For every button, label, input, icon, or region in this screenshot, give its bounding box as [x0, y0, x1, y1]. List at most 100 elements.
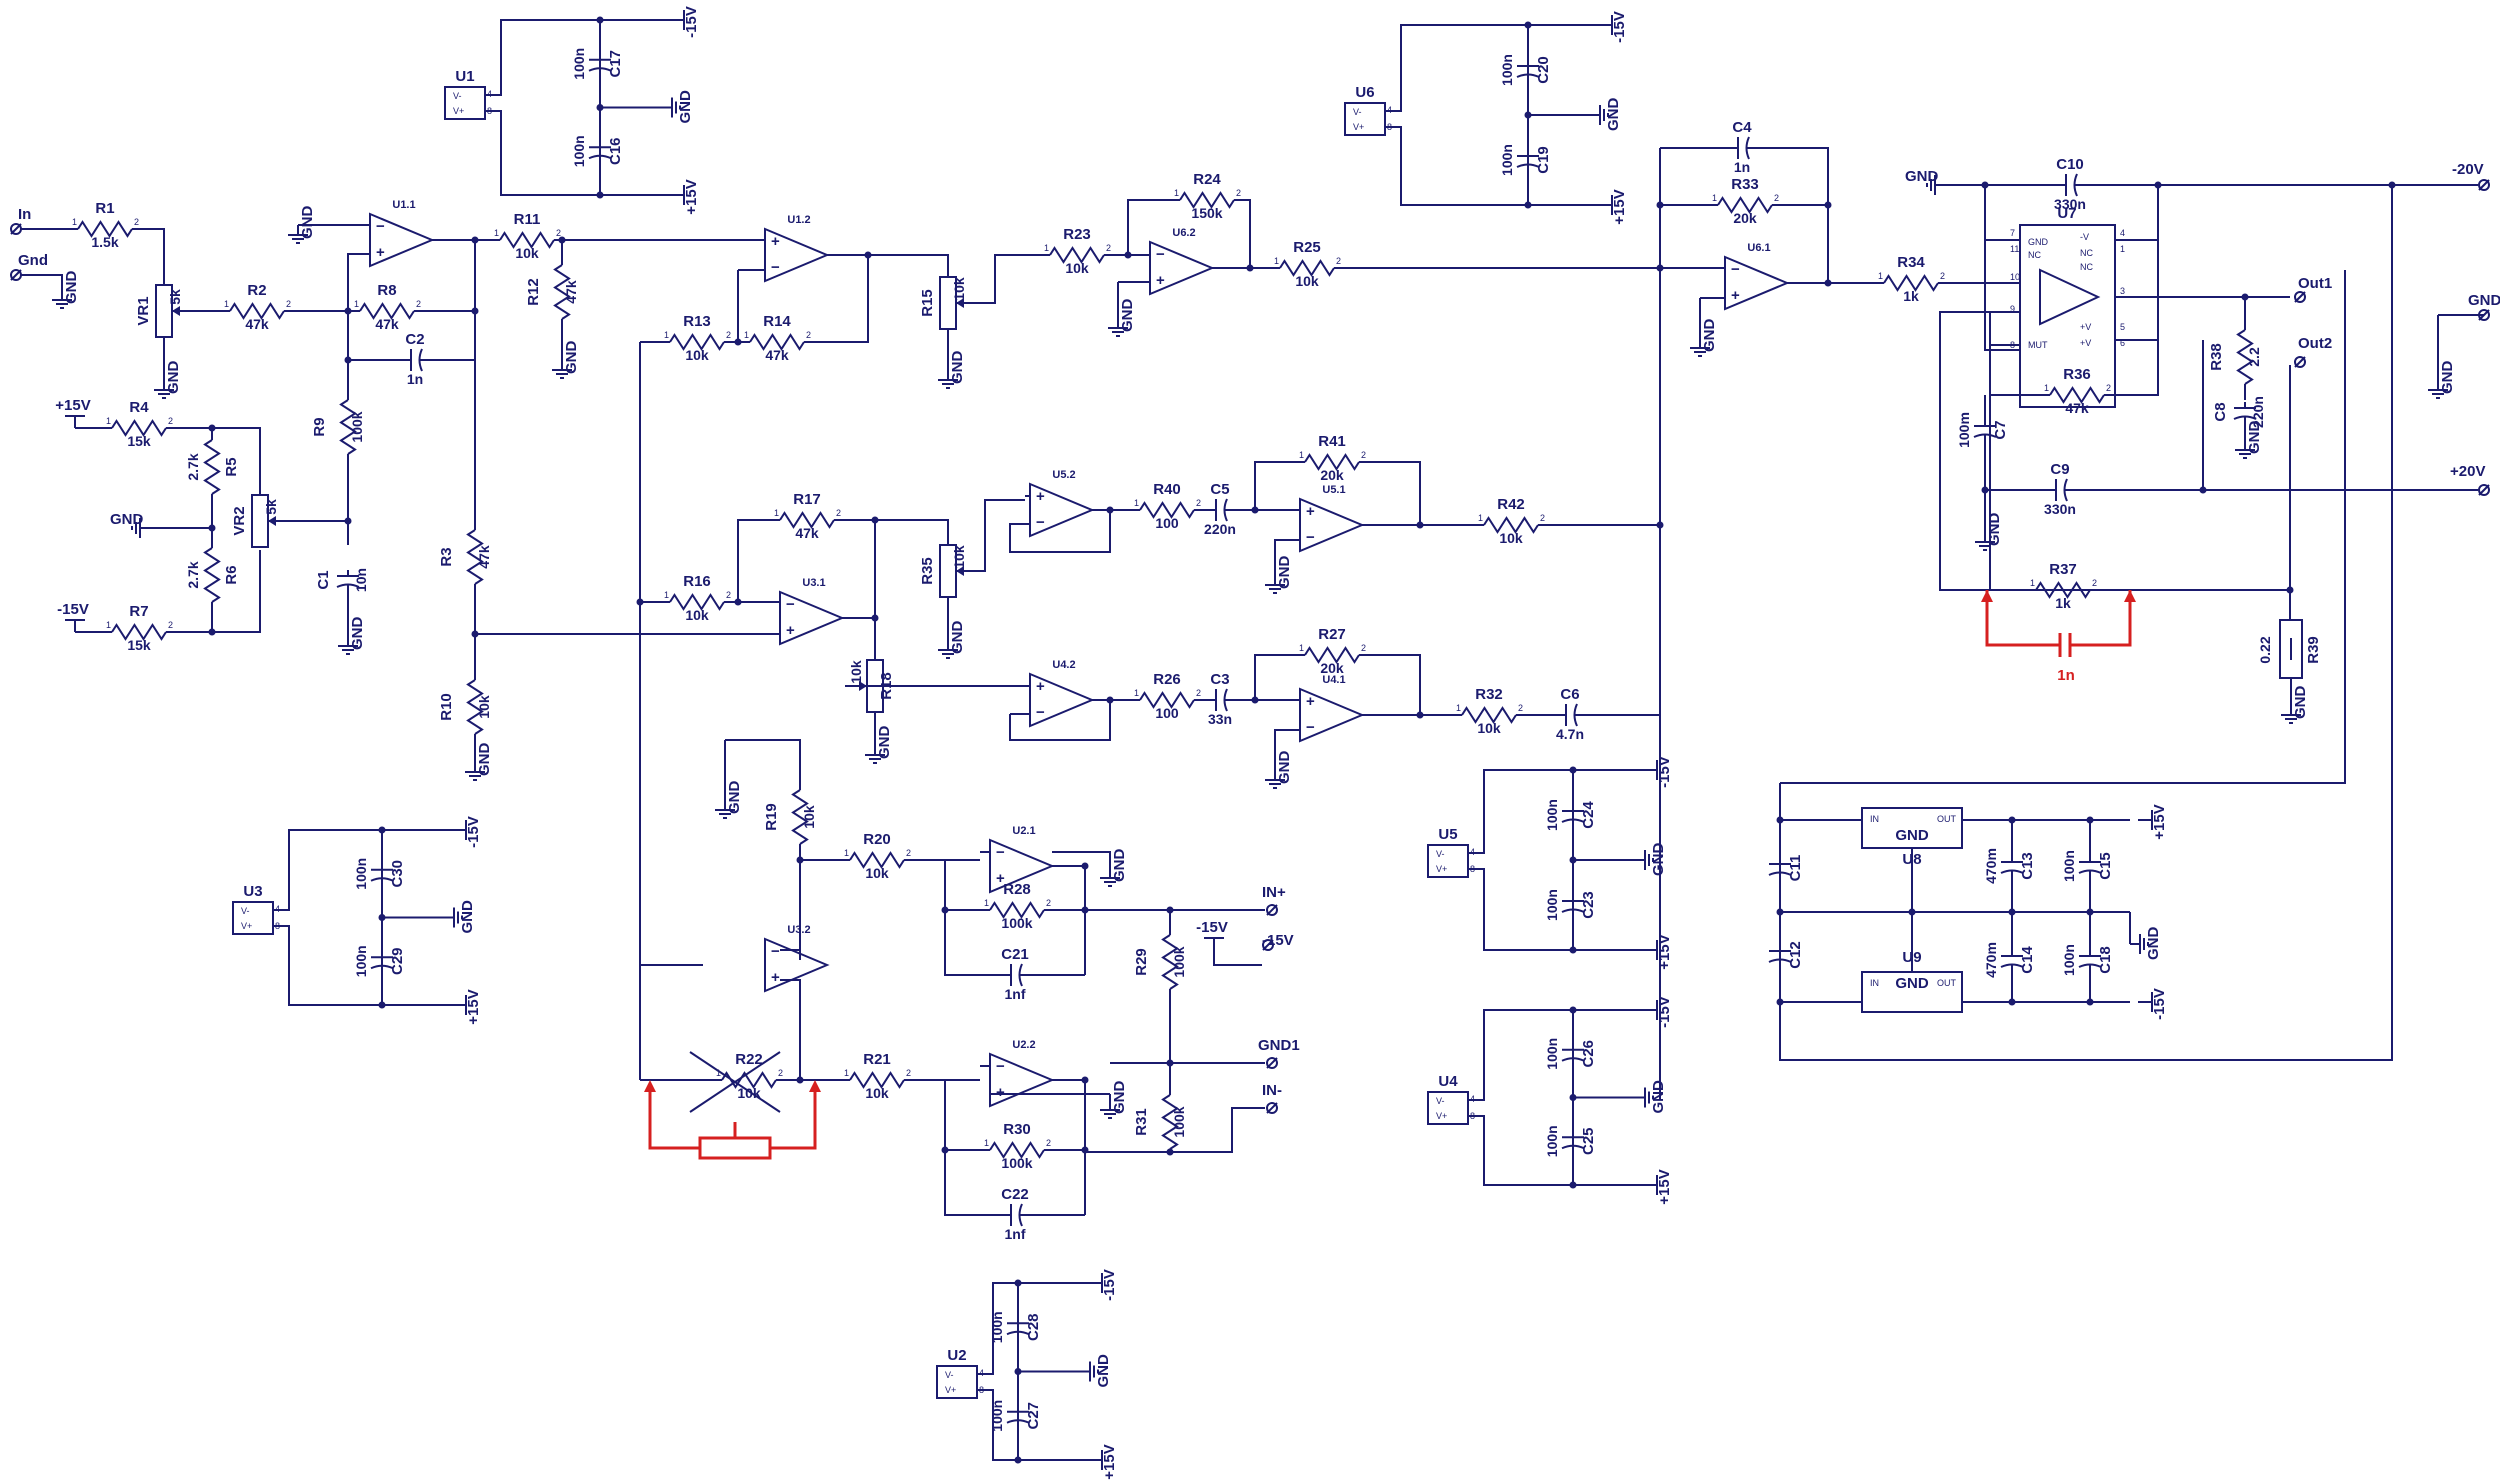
modification-markup: 1n [644, 590, 2136, 1160]
pin-number: 1 [1878, 271, 1883, 281]
ground-symbol: GND [715, 781, 743, 819]
pin-number: 1 [354, 299, 359, 309]
wire [849, 1071, 905, 1089]
wire [791, 789, 809, 845]
wire [1127, 199, 1180, 255]
junction [596, 16, 604, 24]
junction [1124, 251, 1132, 259]
wire [21, 274, 63, 290]
net-p20: +20V [2450, 463, 2485, 480]
capacitor-ref: C17 [607, 50, 624, 78]
wire [1009, 510, 1111, 553]
wire [466, 529, 484, 585]
resistor-ref: R31 [1133, 1108, 1150, 1136]
pin-number: 2 [1196, 688, 1201, 698]
pin-number: 2 [2106, 383, 2111, 393]
pot-ref: R35 [919, 557, 936, 585]
junction [2086, 998, 2094, 1006]
net-m20: -20V [2452, 161, 2484, 178]
net-label: +15V [683, 179, 700, 214]
pin-number: 2 [1518, 703, 1523, 713]
capacitor-value: 100n [989, 1311, 1005, 1343]
input-sign: − [996, 1058, 1005, 1075]
wire [2070, 590, 2132, 647]
junction [1416, 711, 1424, 719]
ground-symbol: GND [938, 621, 966, 659]
input-sign: + [771, 969, 780, 986]
junction [208, 424, 216, 432]
input-sign: + [1036, 678, 1045, 695]
pin-number: 1 [106, 620, 111, 630]
pin-number: 2 [1046, 898, 1051, 908]
capacitor-ref: C12 [1787, 941, 1804, 969]
wire [77, 220, 133, 238]
wire [1385, 126, 1598, 206]
capacitor-ref: C13 [2019, 852, 2036, 880]
net-gnd: GND [459, 900, 476, 934]
junction [1908, 908, 1916, 916]
resistor-ref: R5 [223, 457, 240, 476]
pin-number: 1 [1134, 498, 1139, 508]
capacitor-ref: C30 [389, 860, 406, 888]
ground-symbol: GND [444, 900, 476, 934]
wiring [21, 16, 2484, 1464]
opamp-ref: U4.2 [1052, 659, 1075, 671]
wire [1984, 240, 2020, 351]
junction [2286, 586, 2294, 594]
pin-number: 8 [1387, 122, 1392, 132]
pin-number: 6 [2120, 338, 2125, 348]
resistor-value: 10k [1295, 273, 1319, 289]
pin-number: 2 [286, 299, 291, 309]
net-gnd: GND [1905, 168, 1939, 185]
regulator-ref: U8 [1902, 851, 1921, 868]
pin-number: 4 [1470, 1094, 1475, 1104]
opamp-ref: U2.2 [1012, 1039, 1035, 1051]
wire [111, 623, 167, 641]
resistor-value: 10k [865, 1085, 889, 1101]
wire [978, 499, 1025, 572]
junction [208, 628, 216, 636]
net-gnd: GND [949, 351, 966, 385]
junction [344, 517, 352, 525]
resistor-ref: R25 [1293, 239, 1321, 256]
supply-ref: U2 [947, 1347, 966, 1364]
junction [1246, 264, 1254, 272]
input-sign: + [1036, 488, 1045, 505]
ground-symbol: GND [1108, 299, 1136, 337]
resistor-value: 100k [1171, 1106, 1187, 1137]
wire [466, 679, 484, 735]
opamp-body [1724, 255, 1790, 311]
net-gnd: GND [1095, 1354, 1112, 1388]
resistor-ref: R10 [438, 693, 455, 721]
pin-number: 7 [2010, 228, 2015, 238]
opamp-body [1149, 240, 1215, 296]
terminal [2478, 179, 2490, 191]
wire [1752, 147, 1829, 283]
pin-number: 1 [774, 508, 779, 518]
junction [1569, 946, 1577, 954]
opamp-u3-1: −+U3.1 [779, 577, 845, 646]
pin-number: 2 [1774, 193, 1779, 203]
junction [2154, 181, 2162, 189]
wire [1779, 185, 2393, 1061]
terminal [2294, 291, 2306, 303]
resistor-value: 47k [563, 280, 579, 304]
crossed-out-r22 [689, 1051, 781, 1113]
junction [1981, 181, 1989, 189]
resistor-value: 10k [1065, 260, 1089, 276]
pin-number: 1 [1299, 643, 1304, 653]
wire [1468, 1115, 1643, 1186]
wire [977, 1389, 1088, 1461]
